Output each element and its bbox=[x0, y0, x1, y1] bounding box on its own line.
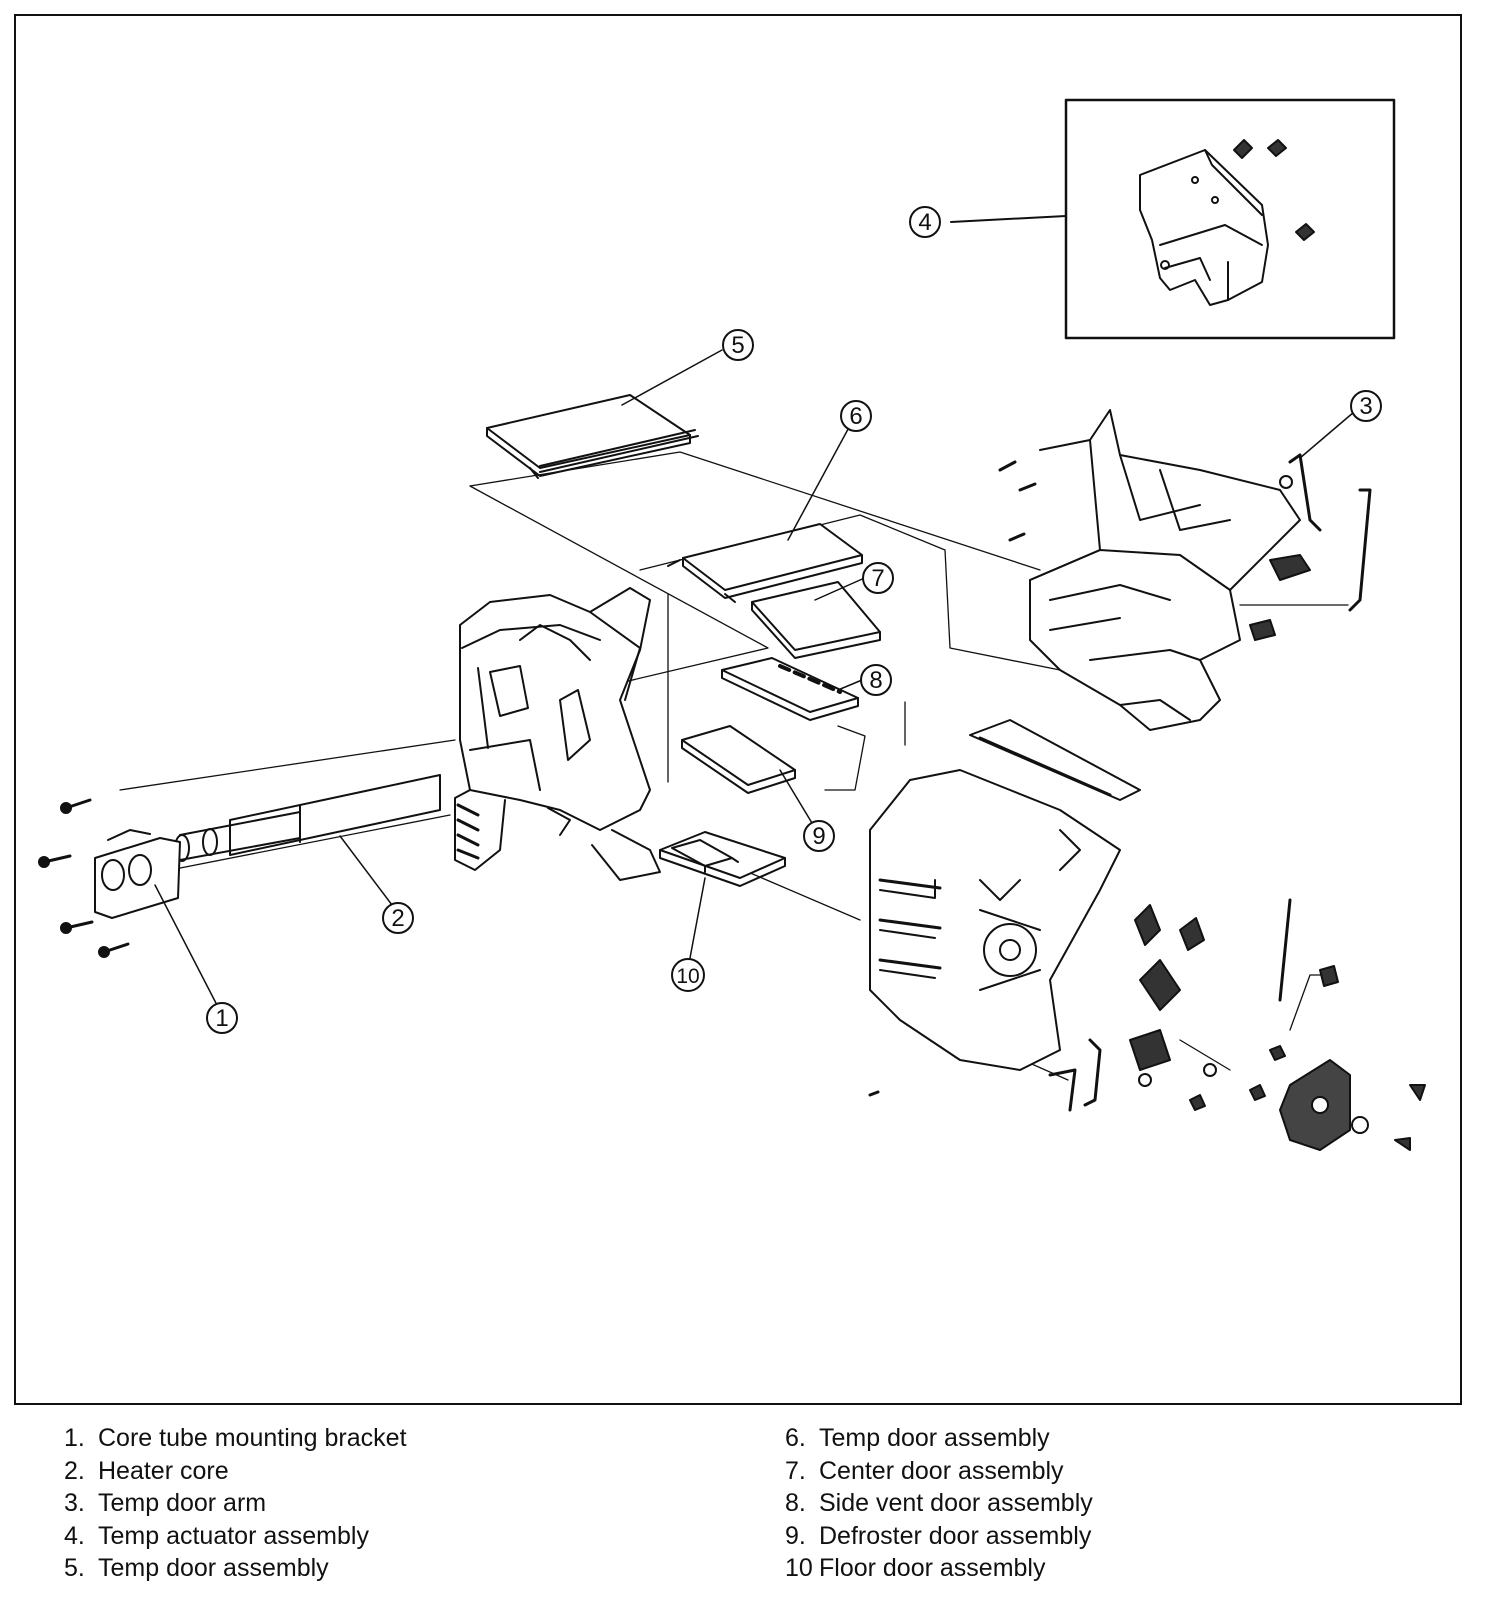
core-tube-mounting-bracket-1 bbox=[38, 798, 181, 958]
callout-10: 10 bbox=[671, 958, 705, 992]
legend-right-column: 6.Temp door assembly 7.Center door assem… bbox=[785, 1422, 1093, 1585]
legend-left-column: 1.Core tube mounting bracket 2.Heater co… bbox=[64, 1422, 407, 1585]
exploded-view-diagram: 1 2 3 4 5 6 7 8 bbox=[38, 98, 1426, 1151]
svg-text:4: 4 bbox=[918, 209, 931, 236]
leader-6 bbox=[787, 419, 854, 541]
callout-4: 4 bbox=[909, 206, 941, 238]
leader-2 bbox=[339, 835, 393, 906]
callout-6: 6 bbox=[840, 400, 872, 432]
center-door-assembly-7 bbox=[751, 581, 881, 659]
legend-item-3: 3.Temp door arm bbox=[64, 1489, 267, 1517]
svg-text:9: 9 bbox=[812, 823, 825, 850]
callout-3: 3 bbox=[1350, 390, 1382, 422]
upper-housing bbox=[454, 587, 661, 881]
temp-door-assembly-5 bbox=[486, 394, 699, 479]
leader-9 bbox=[779, 769, 816, 829]
temp-door-assembly-6 bbox=[667, 523, 863, 603]
floor-door-assembly-10 bbox=[659, 831, 786, 887]
leader-4 bbox=[950, 215, 1067, 223]
actuator-inset bbox=[1064, 98, 1396, 340]
svg-text:10: 10 bbox=[676, 965, 699, 988]
svg-text:2: 2 bbox=[391, 905, 404, 932]
svg-text:3: 3 bbox=[1359, 393, 1372, 420]
heater-core-2 bbox=[174, 774, 441, 862]
callout-2: 2 bbox=[382, 902, 414, 934]
legend-item-2: 2.Heater core bbox=[64, 1456, 229, 1485]
leader-10 bbox=[689, 877, 706, 959]
lower-case bbox=[868, 719, 1426, 1151]
callout-9: 9 bbox=[803, 820, 835, 852]
leader-3 bbox=[1299, 411, 1355, 459]
side-vent-door-assembly-8 bbox=[721, 657, 859, 721]
legend-item-9: 9.Defroster door assembly bbox=[785, 1521, 1092, 1550]
leader-1 bbox=[154, 884, 219, 1008]
legend-item-5: 5.Temp door assembly bbox=[64, 1554, 329, 1582]
upper-right-case bbox=[998, 409, 1372, 731]
leader-7 bbox=[814, 575, 870, 601]
legend-item-8: 8.Side vent door assembly bbox=[785, 1489, 1093, 1517]
defroster-door-assembly-9 bbox=[681, 725, 796, 794]
legend-item-7: 7.Center door assembly bbox=[785, 1456, 1064, 1485]
svg-text:7: 7 bbox=[871, 565, 884, 592]
svg-text:6: 6 bbox=[849, 403, 862, 430]
leader-8 bbox=[837, 679, 863, 691]
legend-item-6: 6.Temp door assembly bbox=[785, 1424, 1050, 1452]
legend-item-4: 4.Temp actuator assembly bbox=[64, 1521, 369, 1550]
leader-lines bbox=[154, 349, 1355, 1008]
callout-5: 5 bbox=[722, 329, 754, 361]
svg-text:8: 8 bbox=[869, 667, 882, 694]
temp-actuator-part bbox=[1139, 139, 1315, 306]
svg-text:5: 5 bbox=[731, 332, 744, 359]
callouts: 1 2 3 4 5 6 7 8 bbox=[206, 206, 1382, 1034]
legend-item-1: 1.Core tube mounting bracket bbox=[64, 1424, 407, 1452]
leader-5 bbox=[621, 349, 723, 406]
callout-8: 8 bbox=[860, 664, 892, 696]
diagram-frame bbox=[14, 14, 1462, 1405]
callout-7: 7 bbox=[862, 562, 894, 594]
callout-1: 1 bbox=[206, 1002, 238, 1034]
svg-text:1: 1 bbox=[215, 1005, 228, 1032]
